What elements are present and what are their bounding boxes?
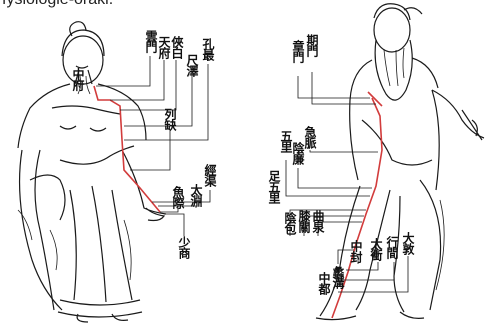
label-zhongdu: 中都 (318, 272, 330, 294)
label-lieque: 列缺 (164, 108, 176, 130)
label-zuwuli: 足五里 (268, 170, 280, 203)
label-yinbao: 陰包 (284, 212, 296, 234)
label-xiabai: 俠白 (171, 36, 183, 58)
label-chize: 尺澤 (186, 54, 198, 76)
label-kongzui: 孔最 (202, 38, 214, 60)
label-xiguan: 膝關 (298, 210, 310, 232)
label-shaoshang: 少商 (178, 236, 190, 258)
label-ligou: 蠡溝 (332, 266, 344, 288)
left-figure (18, 22, 166, 322)
label-jingqu: 經渠 (204, 164, 216, 186)
label-wuli: 五里 (280, 130, 292, 152)
label-yinlian: 陰廉 (292, 142, 304, 164)
label-zhongfeng: 中封 (350, 240, 362, 262)
label-yuji: 魚際 (172, 186, 184, 208)
label-tianfu: 天府 (158, 36, 170, 58)
label-dadun: 大敦 (402, 232, 414, 254)
label-yunmen: 雲門 (145, 30, 157, 52)
label-ququan: 曲泉 (312, 210, 324, 232)
left-leader-lines (96, 56, 210, 236)
label-taiyuan: 太淵 (190, 184, 202, 206)
label-zhongfu: 中府 (72, 68, 84, 90)
label-taichong: 太衝 (370, 238, 382, 260)
label-zhangmen: 章門 (292, 40, 304, 62)
left-meridian-line (94, 86, 160, 212)
label-qimen: 期門 (306, 34, 318, 56)
label-xingjian: 行間 (386, 236, 398, 258)
label-jimai: 急脈 (304, 126, 316, 148)
right-leader-lines (286, 72, 408, 292)
